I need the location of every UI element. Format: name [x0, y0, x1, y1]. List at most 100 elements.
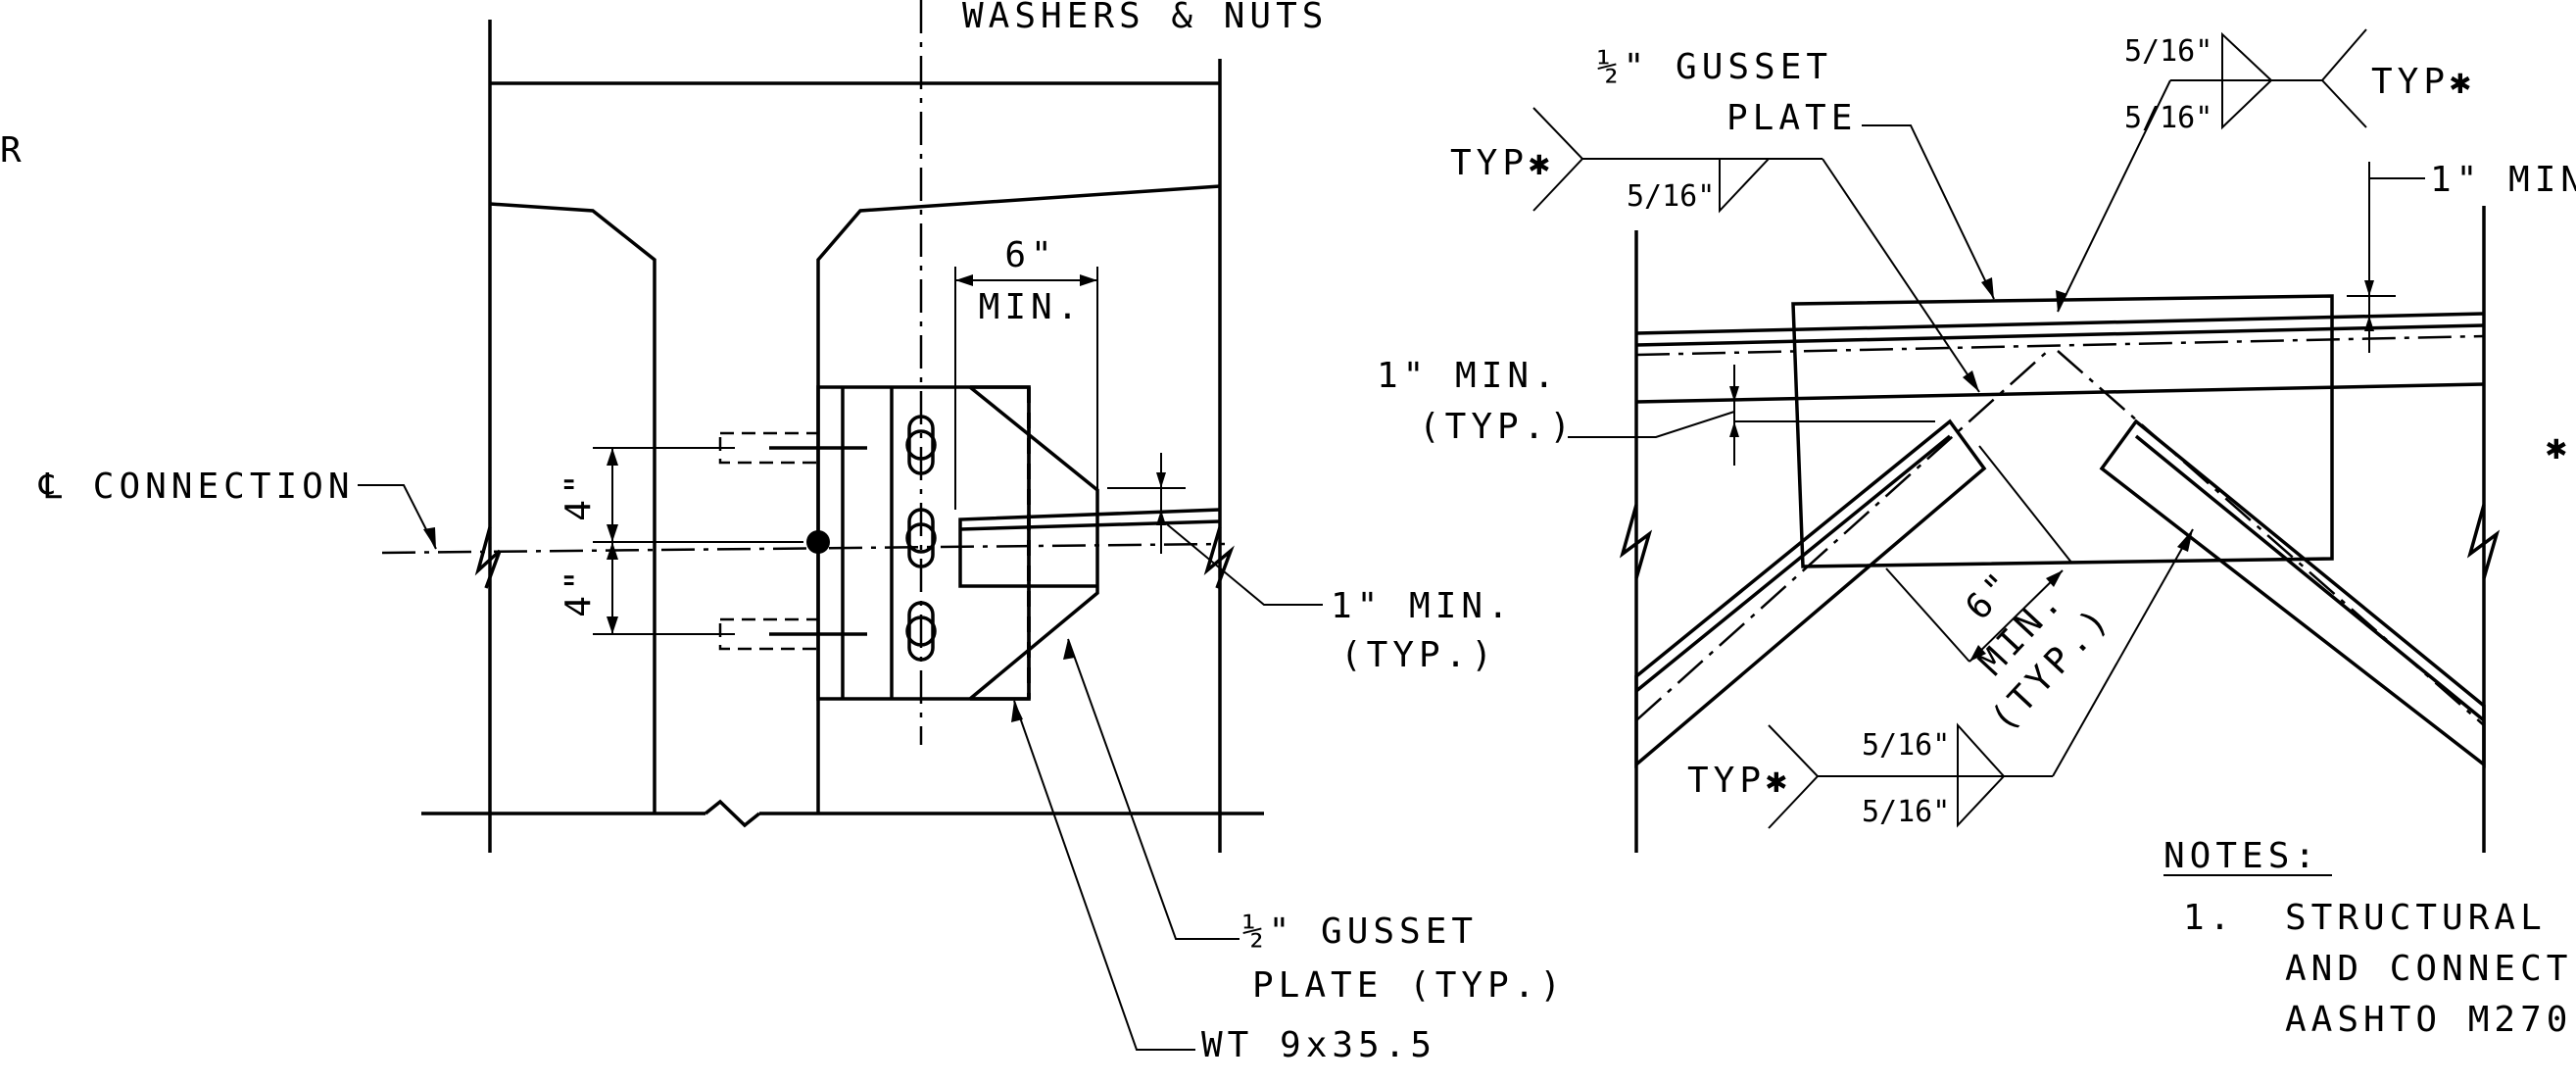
weld-symbol-left: [1532, 107, 1980, 393]
right-gusset-plate: [1791, 294, 2334, 568]
weld-left-size: 5/16": [1627, 179, 1715, 214]
typ-left-upper: TYP✱: [1450, 143, 1555, 183]
weld-top-fillet-lower: [2221, 79, 2274, 130]
right-view: 5/16" 5/16" TYP✱ TYP✱ 5/16" ½" GUSSET PL…: [1377, 28, 2576, 853]
right-view-right-break: [2466, 504, 2501, 579]
left-view: 4" 4" 6" MIN. 1" MIN. (TYP.) ℄ CONNECTIO…: [0, 0, 1566, 1065]
r-one-inch-leader: [1568, 411, 1735, 438]
right-gusset-label-line1: ½" GUSSET: [1597, 47, 1832, 87]
gusset-label-line2: PLATE (TYP.): [1252, 965, 1566, 1006]
bolt-head-middle: [905, 522, 937, 554]
typ-bottom: TYP✱: [1687, 761, 1792, 801]
connection-point-dot: [806, 530, 830, 554]
notes-line-3: AASHTO M270: [2285, 1000, 2572, 1040]
one-inch-min-dimension: [1107, 453, 1323, 606]
right-one-inch-min-left-label: 1" MIN.: [1377, 356, 1560, 396]
weld-left-fillet: [1719, 158, 1772, 214]
arrow-left: [955, 274, 973, 286]
one-inch-leader: [1160, 518, 1323, 606]
left-diagonal-member: [1634, 419, 1987, 768]
weld-bottom-fillet-upper: [1957, 722, 2007, 777]
connection-centerline: [381, 542, 1226, 555]
weld-left-leader: [1822, 158, 1980, 393]
cl-connection-leader: [358, 484, 437, 550]
weld-symbol-top: [2056, 28, 2367, 313]
top-chord-flange: [1635, 323, 2485, 347]
bottom-break-symbol: [704, 799, 761, 828]
dim-6in-min-label: MIN.: [979, 287, 1084, 327]
weld-top-upper-size: 5/16": [2124, 34, 2212, 69]
gusset-leader-left: [1067, 638, 1239, 940]
arrow-up: [607, 448, 618, 466]
r6-arrow-upper: [2046, 570, 2063, 587]
right-diagonal-member: [2099, 419, 2486, 768]
washers-nuts-label: WASHERS & NUTS: [962, 0, 1328, 36]
right-gusset-arrow: [1981, 277, 1994, 299]
rr-one-inch-arrow-down: [2364, 280, 2374, 296]
wt-leader-arrow: [1011, 701, 1023, 722]
r-one-inch-arrow-down: [1729, 386, 1739, 402]
weld-bottom-arrow: [2177, 529, 2193, 552]
one-inch-min-label: 1" MIN.: [1331, 586, 1514, 626]
r6-ext-left: [1885, 567, 1970, 663]
bolt-head-bottom: [905, 616, 937, 647]
left-diagonal-centerline: [1635, 350, 2049, 721]
dim-4in-upper-label: 4": [559, 468, 599, 520]
r6-ext-right: [1978, 445, 2073, 565]
bolt-slot-middle: [907, 508, 935, 568]
cl-connection-arrow: [423, 527, 436, 549]
gusset-plate-base: [970, 385, 1031, 701]
right-break-symbol: [1203, 526, 1235, 589]
cl-connection-label: ℄ CONNECTION: [38, 467, 355, 507]
right-diagonal-flange: [2134, 434, 2486, 722]
one-inch-typ-label: (TYP.): [1340, 635, 1497, 675]
right-one-inch-min-left-dim: [1568, 365, 1935, 466]
weld-left-arrow: [1963, 370, 1979, 392]
right-gusset-label-line2: PLATE: [1726, 98, 1857, 138]
r6-dim-line: [1968, 569, 2064, 663]
notes-item-number: 1.: [2183, 898, 2235, 938]
weld-symbol-bottom: [1768, 528, 2194, 829]
notes-line-2: AND CONNECT: [2285, 949, 2572, 989]
arrow-mid-up: [607, 542, 618, 560]
typ-top-right: TYP✱: [2371, 62, 2476, 102]
notes-title: NOTES:: [2163, 836, 2320, 876]
arrow-down: [607, 616, 618, 634]
weld-bottom-leader: [2052, 528, 2194, 777]
right-one-inch-min-right-label: 1" MIN: [2430, 160, 2576, 200]
arrow-right: [1080, 274, 1097, 286]
right-diagonal-centerline: [2057, 350, 2485, 726]
weld-top-leader: [2057, 79, 2171, 313]
bolt-head-top: [905, 429, 937, 461]
r-one-inch-arrow-up: [1729, 421, 1739, 437]
vertical-4in-dimensions: [593, 447, 803, 635]
partial-left-label: R: [0, 130, 26, 171]
gusset-plate: [968, 385, 1099, 701]
rr-one-inch-leader: [2368, 177, 2425, 196]
asterisk-note-marker: ✱: [2546, 427, 2572, 468]
weld-top-tail: [2320, 28, 2367, 128]
weld-bottom-lower-size: 5/16": [1862, 795, 1950, 829]
weld-top-arrow: [2056, 290, 2067, 312]
weld-top-fillet-upper: [2221, 31, 2274, 81]
right-one-inch-typ-left-label: (TYP.): [1419, 407, 1576, 447]
dim-6in-label: 6": [1004, 235, 1056, 275]
left-beam-flange: [489, 202, 656, 813]
bolt-slot-bottom: [907, 601, 935, 662]
gusset-leader-arrow: [1063, 639, 1075, 660]
rr-one-inch-arrow-up: [2364, 316, 2374, 331]
top-chord-centerline: [1635, 334, 2485, 357]
dim-4in-lower-label: 4": [559, 565, 599, 616]
arrow-mid-down: [607, 524, 618, 542]
top-chord-bottom: [1635, 382, 2485, 404]
bolt-slot-top: [907, 415, 935, 475]
one-inch-arrow-down: [1156, 472, 1166, 488]
right-view-left-break: [1619, 504, 1653, 579]
right-gusset-leader: [1862, 124, 1995, 300]
right-6in-dimension: [1885, 445, 2073, 663]
weld-top-lower-size: 5/16": [2124, 101, 2212, 135]
horizontal-6in-dimension: [954, 267, 1098, 510]
r6-arrow-lower: [1969, 645, 1986, 662]
notes-line-1: STRUCTURAL: [2285, 898, 2547, 938]
